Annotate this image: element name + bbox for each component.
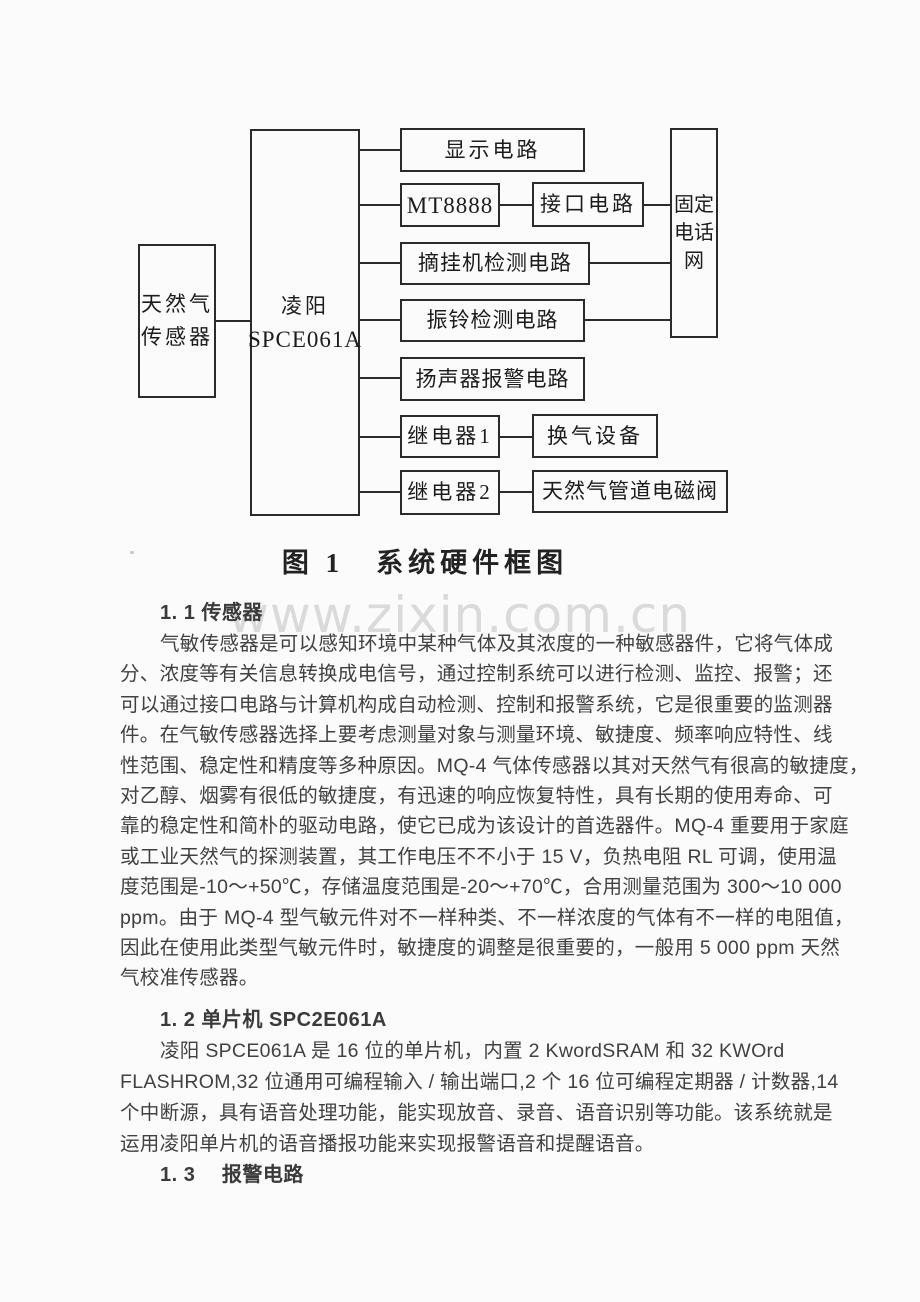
paragraph-sensor: 气敏传感器是可以感知环境中某种气体及其浓度的一种敏感器件，它将气体成 分、浓度等… — [120, 629, 869, 994]
text-line: 气校准传感器。 — [120, 967, 259, 990]
diagram-box-mcu-spce061a: 凌阳 SPCE061A — [247, 129, 363, 516]
diagram-box-display-circuit: 显示电路 — [400, 128, 585, 172]
connector-line — [360, 204, 400, 206]
box-label: 继电器1 — [407, 424, 493, 448]
text-line: 性范围、稳定性和精度等多种原因。MQ-4 气体传感器以其对天然气有很高的敏捷度， — [120, 754, 869, 777]
box-label: SPCE061A — [247, 326, 363, 352]
paragraph-mcu: 凌阳 SPCE061A 是 16 位的单片机，内置 2 KwordSRAM 和 … — [120, 1036, 839, 1160]
text-line: 件。在气敏传感器选择上要考虑测量对象与测量环境、敏捷度、频率响应特性、线 — [120, 724, 833, 747]
section-heading-1-1: 1. 1 传感器 — [160, 602, 263, 624]
box-label: 扬声器报警电路 — [415, 366, 570, 391]
box-label: 天然气 — [141, 292, 213, 316]
box-label: 天然气管道电磁阀 — [542, 479, 718, 503]
text-line: 运用凌阳单片机的语音播报功能来实现报警语音和提醒语音。 — [120, 1133, 655, 1155]
box-label: 电话 — [674, 222, 714, 244]
diagram-box-ventilation-device: 换气设备 — [532, 414, 658, 458]
box-label: 网 — [684, 250, 704, 272]
watermark-text: www.zixin.com.cn — [228, 586, 692, 644]
connector-line — [500, 436, 532, 438]
box-label: 振铃检测电路 — [426, 308, 559, 332]
text-line: ppm。由于 MQ-4 型气敏元件对不一样种类、不一样浓度的气体有不一样的电阻值… — [120, 906, 854, 929]
box-label: 继电器2 — [407, 480, 493, 504]
box-label: 凌阳 — [281, 293, 329, 318]
connector-line — [590, 262, 670, 264]
text-line: 对乙醇、烟雾有很低的敏捷度，有迅速的响应恢复特性，具有长期的使用寿命、可 — [120, 785, 833, 808]
connector-line — [500, 204, 532, 206]
figure-caption: 图 1 系统硬件框图 — [281, 548, 569, 578]
box-label: 显示电路 — [444, 137, 541, 162]
connector-line — [360, 262, 400, 264]
diagram-box-fixed-telephone-network: 固定 电话 网 — [670, 128, 718, 338]
box-label: 摘挂机检测电路 — [418, 251, 572, 275]
box-label: 固定 — [674, 194, 714, 216]
diagram-box-relay1: 继电器1 — [400, 415, 500, 458]
diagram-box-mt8888: MT8888 — [400, 183, 500, 227]
connector-line — [360, 319, 400, 321]
connector-line — [585, 319, 670, 321]
connector-line — [216, 320, 250, 322]
text-line: 分、浓度等有关信息转换成电信号，通过控制系统可以进行检测、监控、报警；还 — [120, 663, 833, 686]
text-line: 气敏传感器是可以感知环境中某种气体及其浓度的一种敏感器件，它将气体成 — [160, 633, 834, 655]
diagram-box-gas-sensor: 天然气 传感器 — [138, 244, 216, 398]
text-line: 可以通过接口电路与计算机构成自动检测、控制和报警系统，它是很重要的监测器 — [120, 693, 833, 716]
text-line: FLASHROM,32 位通用可编程输入 / 输出端口,2 个 16 位可编程定… — [120, 1071, 839, 1093]
diagram-box-offhook-detect-circuit: 摘挂机检测电路 — [400, 242, 590, 285]
connector-line — [360, 491, 400, 493]
diagram-box-ring-detect-circuit: 振铃检测电路 — [400, 299, 585, 342]
box-label: 换气设备 — [547, 423, 643, 448]
diagram-box-interface-circuit: 接口电路 — [532, 182, 644, 227]
connector-line — [360, 436, 400, 438]
box-label: 传感器 — [141, 325, 213, 349]
connector-line — [500, 491, 532, 493]
scan-artifact-dot — [130, 551, 134, 554]
diagram-box-gas-pipe-solenoid-valve: 天然气管道电磁阀 — [532, 470, 728, 513]
section-heading-1-2: 1. 2 单片机 SPC2E061A — [160, 1009, 387, 1031]
connector-line — [360, 377, 400, 379]
text-line: 靠的稳定性和简朴的驱动电路，使它已成为该设计的首选器件。MQ-4 重要用于家庭 — [120, 815, 849, 838]
diagram-box-speaker-alarm-circuit: 扬声器报警电路 — [400, 357, 585, 401]
text-line: 因此在使用此类型气敏元件时，敏捷度的调整是很重要的，一般用 5 000 ppm … — [120, 937, 841, 960]
text-line: 或工业天然气的探测装置，其工作电压不不小于 15 V，负热电阻 RL 可调，使用… — [120, 845, 837, 868]
connector-line — [360, 149, 400, 151]
section-heading-1-3: 1. 3 报警电路 — [160, 1164, 304, 1186]
text-line: 度范围是-10～+50℃，存储温度范围是-20～+70℃，合用测量范围为 300… — [120, 876, 842, 899]
box-label: MT8888 — [406, 192, 494, 218]
text-line: 个中断源，具有语音处理功能，能实现放音、录音、语音识别等功能。该系统就是 — [120, 1102, 833, 1124]
text-line: 凌阳 SPCE061A 是 16 位的单片机，内置 2 KwordSRAM 和 … — [160, 1040, 785, 1062]
diagram-box-relay2: 继电器2 — [400, 470, 500, 515]
box-label: 接口电路 — [540, 192, 636, 216]
connector-line — [644, 204, 670, 206]
